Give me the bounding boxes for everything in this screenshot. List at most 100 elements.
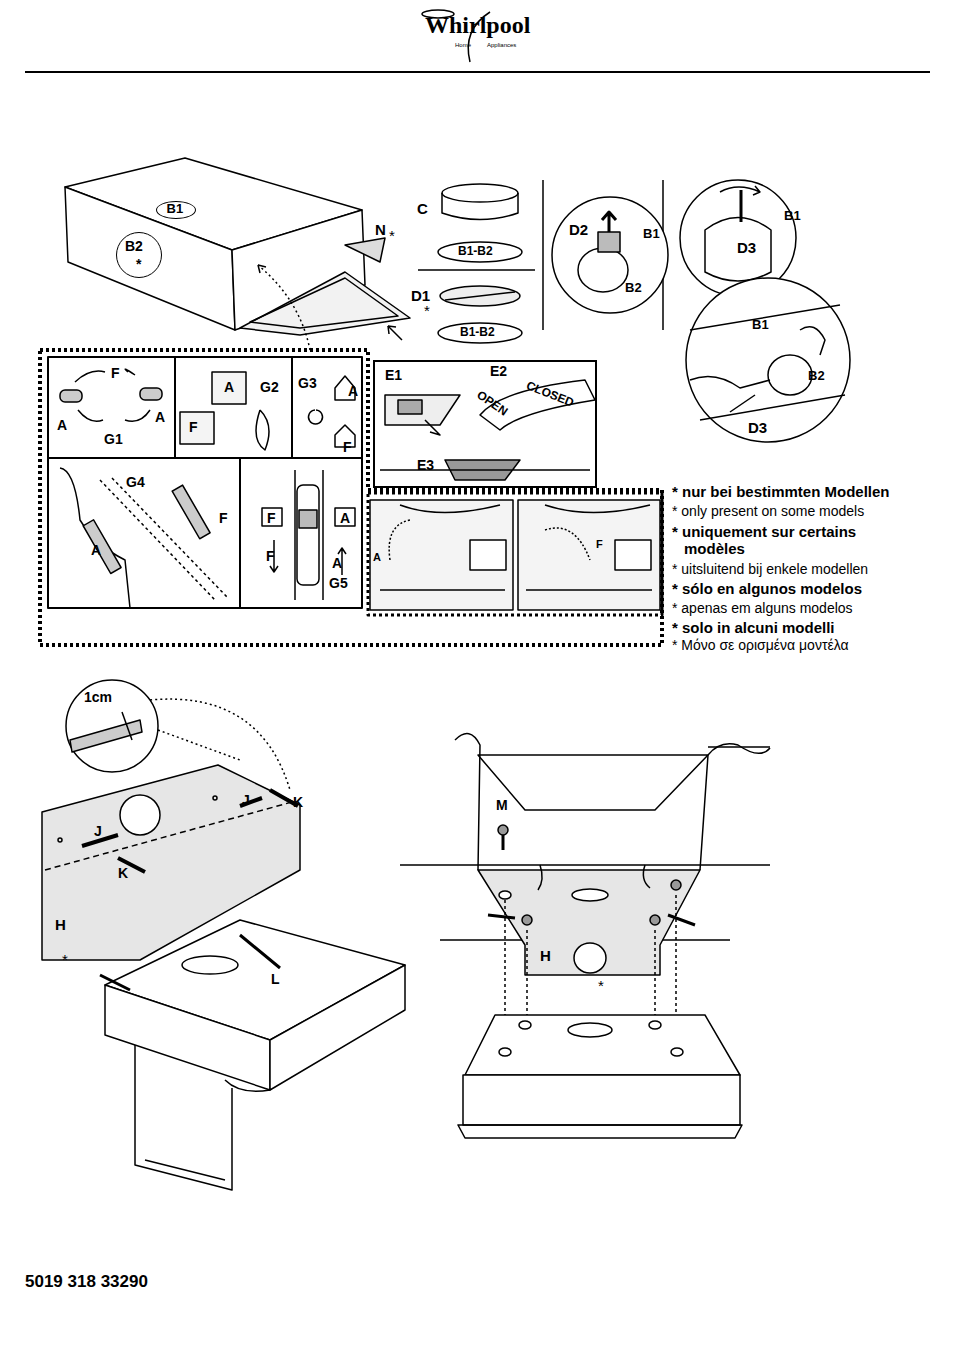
drawing-part [299, 510, 317, 528]
dimension: 1cm [84, 690, 112, 705]
drawing-part [499, 891, 511, 899]
drawing-part [800, 327, 825, 355]
part-letter: OPEN [474, 388, 509, 418]
part-code: B2 [625, 281, 642, 295]
part-letter: K [293, 795, 303, 810]
drawing-part [438, 323, 522, 343]
drawing-part [478, 755, 708, 810]
part-letter: D3 [737, 240, 756, 257]
drawing-part [135, 1045, 232, 1190]
drawing-part [385, 395, 460, 425]
part-letter: A [155, 410, 165, 425]
brand-logo: Whirlpool [425, 12, 530, 38]
part-letter: E3 [417, 458, 434, 473]
part-letter: K [118, 866, 128, 881]
drawing-part [368, 493, 662, 615]
drawing-part [60, 468, 130, 608]
part-code: B1 [784, 209, 801, 223]
drawing-part [768, 355, 812, 395]
part-letter: G2 [260, 380, 279, 395]
drawing-part [65, 187, 235, 330]
drawing-part [335, 508, 355, 526]
drawing-part [686, 278, 850, 442]
part-letter: G4 [126, 475, 145, 490]
part-letter: A [224, 380, 234, 395]
drawing-part [671, 880, 681, 890]
drawing-part [502, 835, 505, 850]
footnote: * apenas em alguns modelos [672, 601, 954, 616]
drawing-part [690, 376, 770, 388]
drawing-part [398, 400, 422, 414]
drawing-part [180, 412, 214, 444]
drawing-part [25, 10, 930, 1190]
footnote: * nur bei bestimmten Modellen [672, 484, 954, 501]
drawing-part [418, 269, 535, 271]
drawing-part [270, 965, 405, 1090]
part-letter: E2 [490, 364, 507, 379]
drawing-part [120, 795, 160, 835]
part-letter: A [332, 556, 342, 571]
drawing-part [602, 212, 616, 232]
part-letter: L [271, 972, 280, 987]
drawing-part [442, 193, 518, 220]
footnote: * solo in alcuni modelli [672, 620, 954, 637]
part-letter: F [111, 366, 120, 381]
drawing-part [519, 1021, 531, 1029]
detail-panel: E1E2E3CLOSEDOPEN [373, 360, 597, 488]
drawing-part [82, 790, 298, 872]
part-letter: C [417, 201, 428, 218]
drawing-part [438, 242, 522, 262]
drawing-part [498, 825, 508, 835]
footnote: * uniquement sur certains modèles [672, 524, 902, 557]
part-letter: A [348, 384, 358, 399]
part-letter: G1 [104, 432, 123, 447]
drawing-part [458, 1125, 742, 1138]
drawing-part [66, 680, 158, 772]
drawing-part [578, 248, 628, 292]
drawing-part [182, 956, 238, 974]
document-number: 5019 318 33290 [25, 1273, 148, 1292]
drawing-part [250, 278, 398, 328]
drawing-part [425, 420, 440, 435]
drawing-part [58, 838, 62, 842]
drawing-part [522, 915, 532, 925]
drawing-part [388, 326, 402, 340]
part-letter: J [242, 793, 250, 808]
footnote: * uitsluitend bij enkele modellen [672, 562, 954, 577]
detail-panel: G4FA [48, 458, 240, 608]
drawing-part [740, 190, 743, 222]
drawing-part [649, 1021, 661, 1029]
drawing-part [574, 943, 606, 973]
drawing-part [455, 734, 770, 870]
drawing-part [60, 390, 82, 402]
part-ellipse: B1 [156, 201, 196, 219]
drawing-part [499, 1048, 511, 1056]
drawing-part [380, 505, 652, 590]
drawing-part [100, 935, 280, 990]
drawing-part [258, 265, 310, 350]
drawing-part [705, 218, 771, 282]
footnote: * sólo en algunos modelos [672, 581, 954, 598]
drawing-part [322, 470, 324, 600]
part-letter: F [267, 511, 276, 526]
detail-panel: AG2F [175, 357, 292, 458]
drawing-part [122, 712, 132, 740]
part-letter: D2 [569, 222, 588, 239]
drawing-part [650, 915, 660, 925]
drawing-part [518, 500, 660, 610]
part-letter: CLOSED [524, 379, 575, 410]
drawing-part [150, 699, 290, 790]
drawing-part [240, 272, 410, 335]
drawing-part [470, 540, 506, 570]
drawing-part [256, 410, 269, 450]
drawing-part [730, 395, 755, 412]
drawing-part [83, 520, 121, 574]
part-letter: A [91, 543, 101, 558]
part-letter: H [55, 917, 66, 934]
part-letter: G3 [298, 376, 317, 391]
part-letter: D3 [748, 420, 767, 437]
part-letter: N [375, 222, 386, 239]
drawing-part [463, 1075, 740, 1125]
part-letter: A [373, 551, 381, 563]
